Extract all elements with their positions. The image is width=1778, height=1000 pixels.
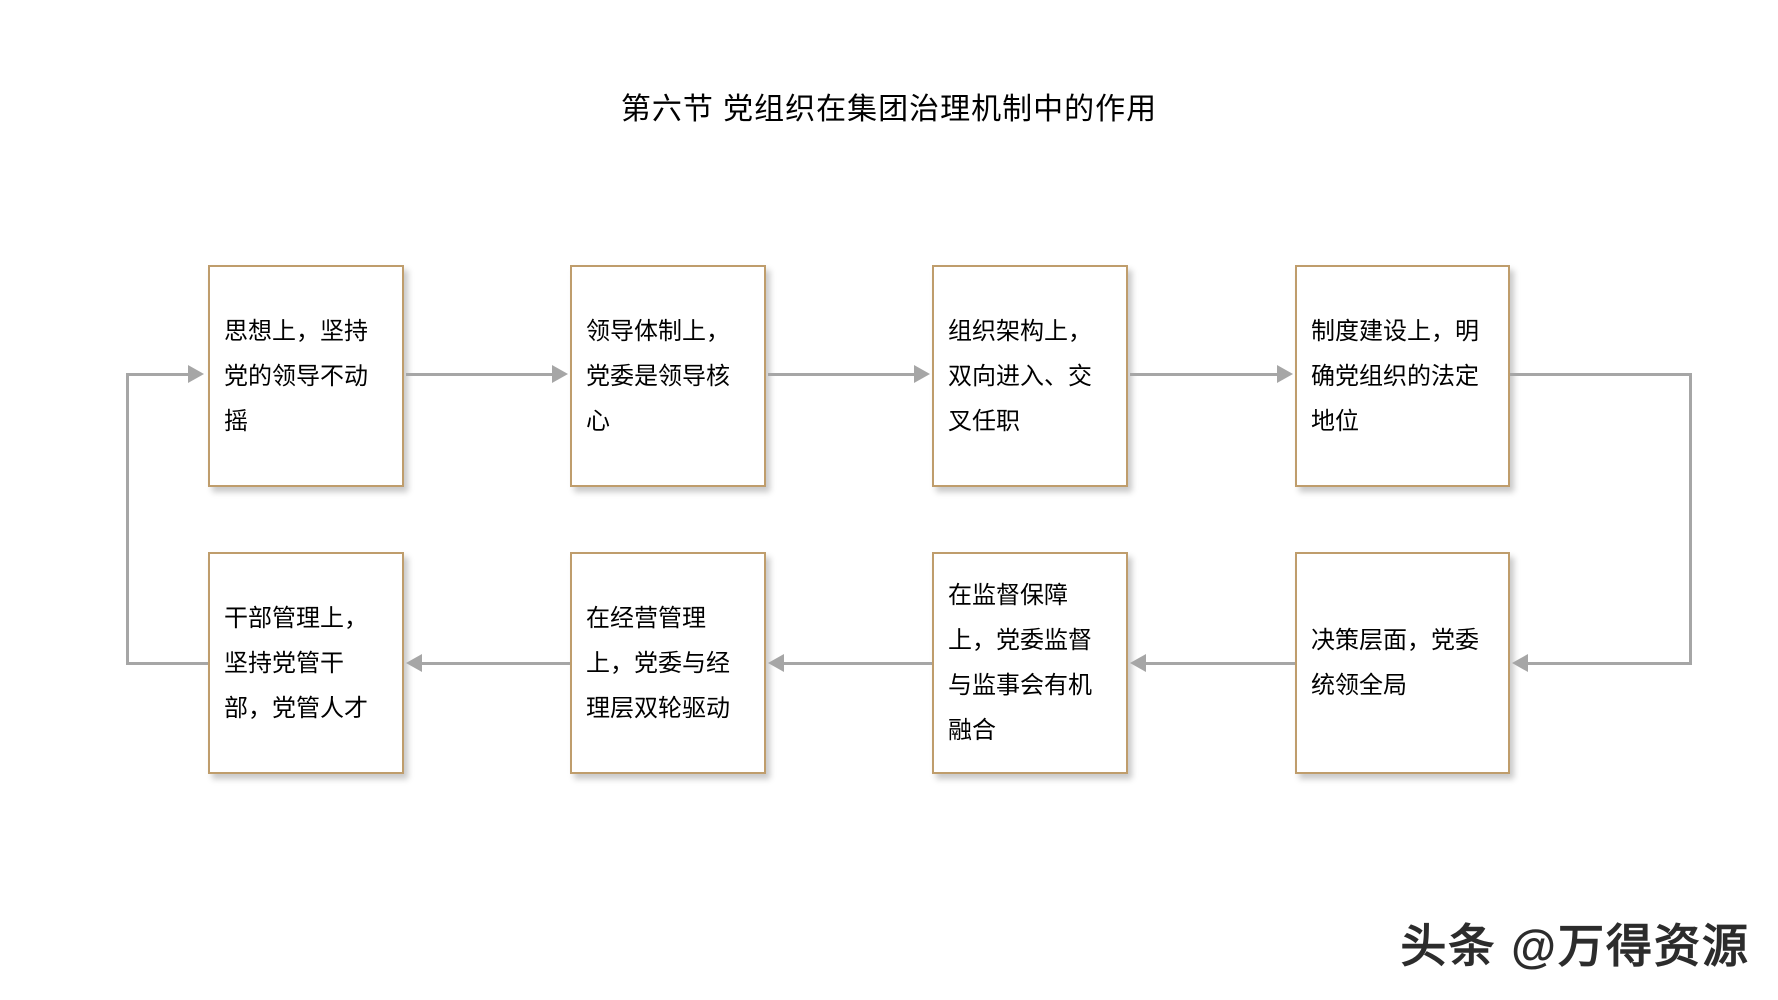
connector-n2-n3	[768, 373, 916, 376]
flow-node-8[interactable]: 干部管理上，坚持党管干部，党管人才	[208, 552, 404, 774]
connector-n2-n3-arrowhead	[914, 365, 930, 383]
flow-node-3[interactable]: 组织架构上，双向进入、交叉任职	[932, 265, 1128, 487]
flow-node-7-label: 在经营管理上，党委与经理层双轮驱动	[586, 604, 730, 722]
flow-node-2-label: 领导体制上，党委是领导核心	[586, 317, 730, 435]
connector-n5-n6	[1146, 662, 1295, 665]
connector-n7-n8-arrowhead	[406, 654, 422, 672]
connector-n8-n1-arrowhead	[188, 365, 204, 383]
flow-node-8-label: 干部管理上，坚持党管干部，党管人才	[224, 604, 368, 722]
connector-n8-n1-vertical-segment	[126, 373, 129, 664]
flow-node-4[interactable]: 制度建设上，明确党组织的法定地位	[1295, 265, 1510, 487]
connector-n6-n7-arrowhead	[768, 654, 784, 672]
connector-n6-n7	[784, 662, 932, 665]
flow-node-6-label: 在监督保障上，党委监督与监事会有机融合	[948, 582, 1092, 744]
connector-n7-n8	[422, 662, 570, 665]
connector-n3-n4	[1130, 373, 1279, 376]
connector-n8-n1-bottom-segment	[126, 662, 208, 665]
flow-node-7[interactable]: 在经营管理上，党委与经理层双轮驱动	[570, 552, 766, 774]
connector-n1-n2	[406, 373, 554, 376]
connector-n4-n5-bottom-segment	[1528, 662, 1692, 665]
page-title: 第六节 党组织在集团治理机制中的作用	[620, 93, 1158, 126]
connector-n4-n5-top-segment	[1510, 373, 1692, 376]
watermark: 头条 @万得资源	[1400, 920, 1750, 972]
flow-node-2[interactable]: 领导体制上，党委是领导核心	[570, 265, 766, 487]
flow-node-6[interactable]: 在监督保障上，党委监督与监事会有机融合	[932, 552, 1128, 774]
connector-n3-n4-arrowhead	[1277, 365, 1293, 383]
flow-node-5[interactable]: 决策层面，党委统领全局	[1295, 552, 1510, 774]
flow-node-4-label: 制度建设上，明确党组织的法定地位	[1311, 317, 1479, 435]
connector-n4-n5-vertical-segment	[1689, 373, 1692, 664]
flow-node-1[interactable]: 思想上，坚持党的领导不动摇	[208, 265, 404, 487]
connector-n8-n1-top-segment	[126, 373, 190, 376]
flow-node-5-label: 决策层面，党委统领全局	[1311, 627, 1479, 699]
flow-node-1-label: 思想上，坚持党的领导不动摇	[224, 317, 368, 435]
flow-node-3-label: 组织架构上，双向进入、交叉任职	[948, 317, 1092, 435]
connector-n5-n6-arrowhead	[1130, 654, 1146, 672]
connector-n1-n2-arrowhead	[552, 365, 568, 383]
connector-n4-n5-arrowhead	[1512, 654, 1528, 672]
